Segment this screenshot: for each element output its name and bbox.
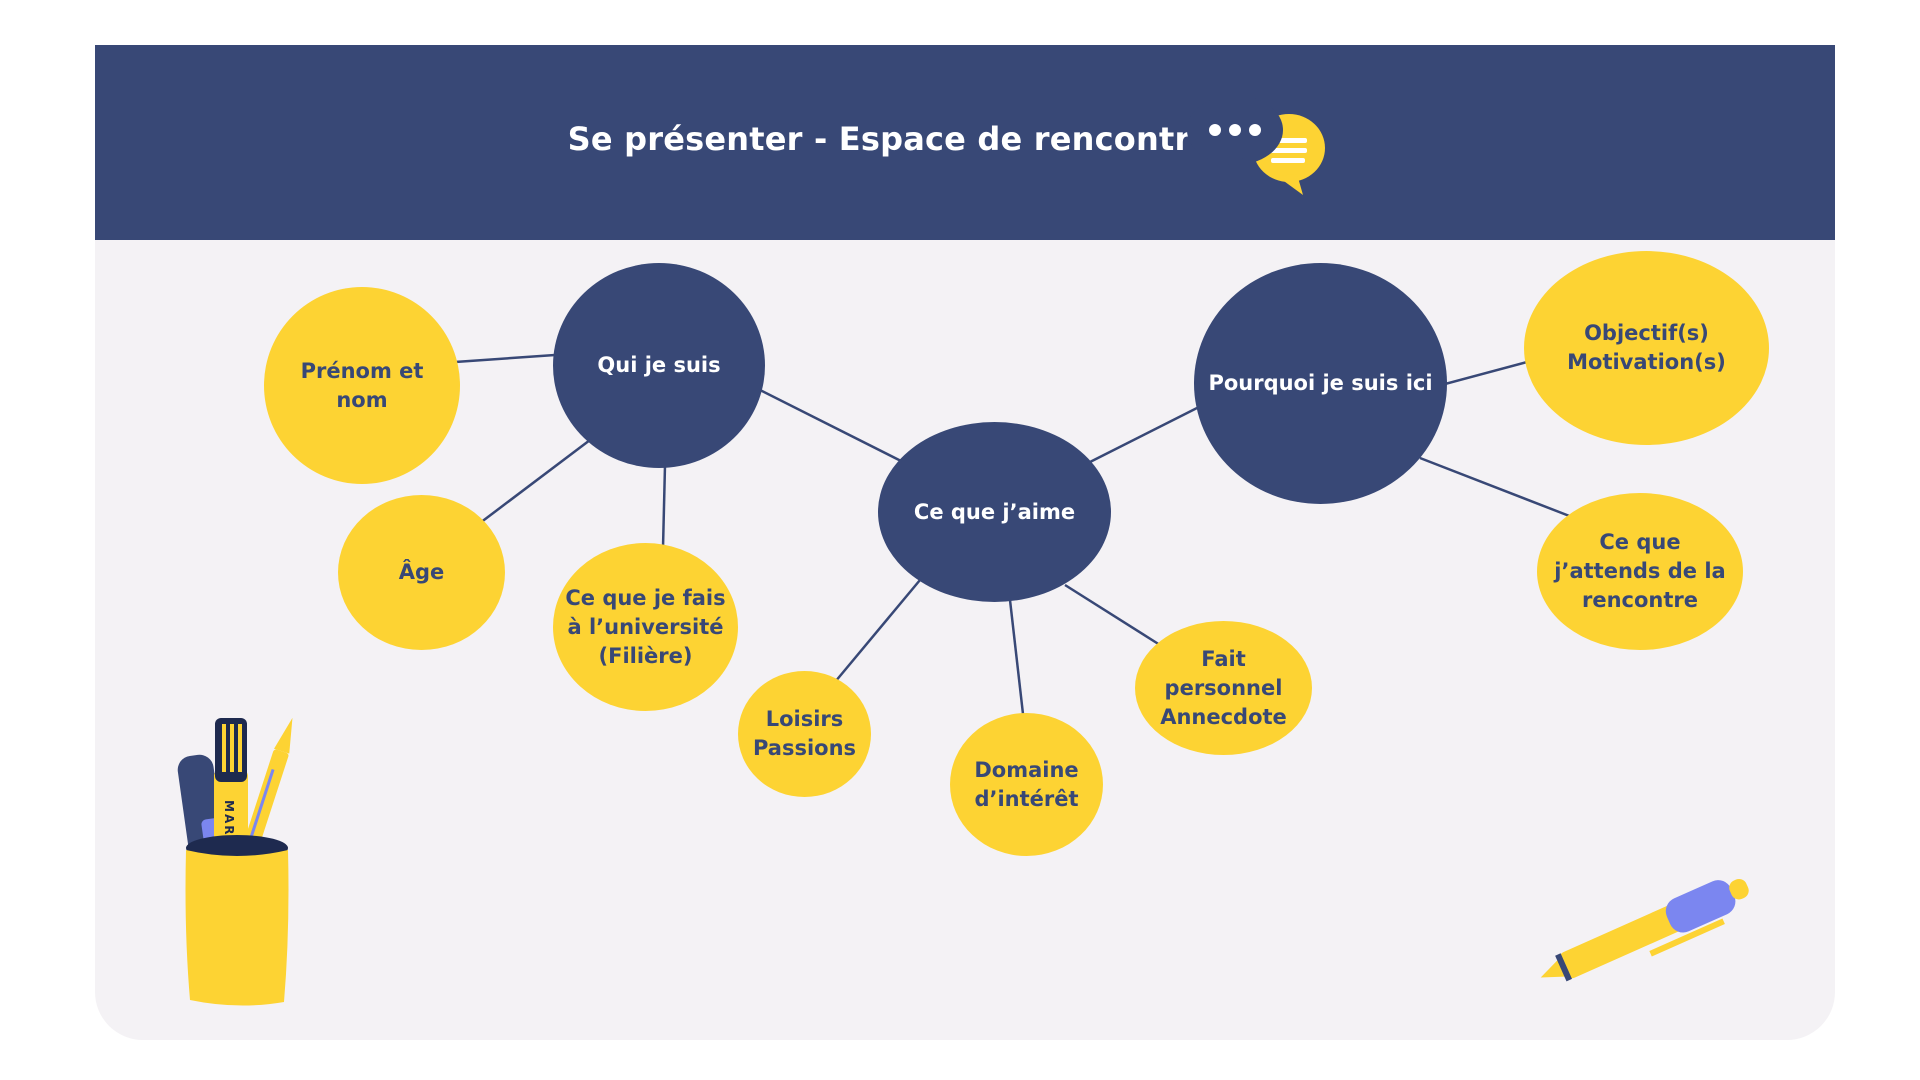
line-qui-universite [661,464,667,549]
line-aime-pourquoi [1089,406,1198,464]
node-loisirs: Loisirs Passions [738,671,871,797]
line-aime-loisirs [834,579,921,683]
line-pourquoi-objectifs [1444,360,1528,386]
line-qui-age [479,439,591,524]
node-objectifs: Objectif(s) Motivation(s) [1524,251,1769,445]
line-aime-domaine [1008,599,1025,715]
line-qui-prenom [454,353,556,364]
chat-bubbles-icon [1187,95,1325,195]
line-aime-fait [1064,583,1161,647]
node-age: Âge [338,495,505,650]
page-title: Se présenter - Espace de rencontre [567,120,1213,158]
node-fait-personnel: Fait personnel Annecdote [1135,621,1312,755]
pencil-cup-icon: MARKER [177,717,293,1006]
node-attentes: Ce que j’attends de la rencontre [1537,493,1743,650]
node-pourquoi: Pourquoi je suis ici [1194,263,1447,504]
line-pourquoi-attentes [1419,456,1573,519]
node-qui-je-suis: Qui je suis [553,263,765,468]
line-qui-aime [759,388,906,465]
node-domaine: Domaine d’intérêt [950,713,1103,856]
header-bar [95,45,1835,240]
node-universite: Ce que je fais à l’université (Filière) [553,543,738,711]
pen-icon [1540,878,1749,982]
node-prenom-nom: Prénom et nom [264,287,460,484]
node-ce-que-jaime: Ce que j’aime [878,422,1111,602]
